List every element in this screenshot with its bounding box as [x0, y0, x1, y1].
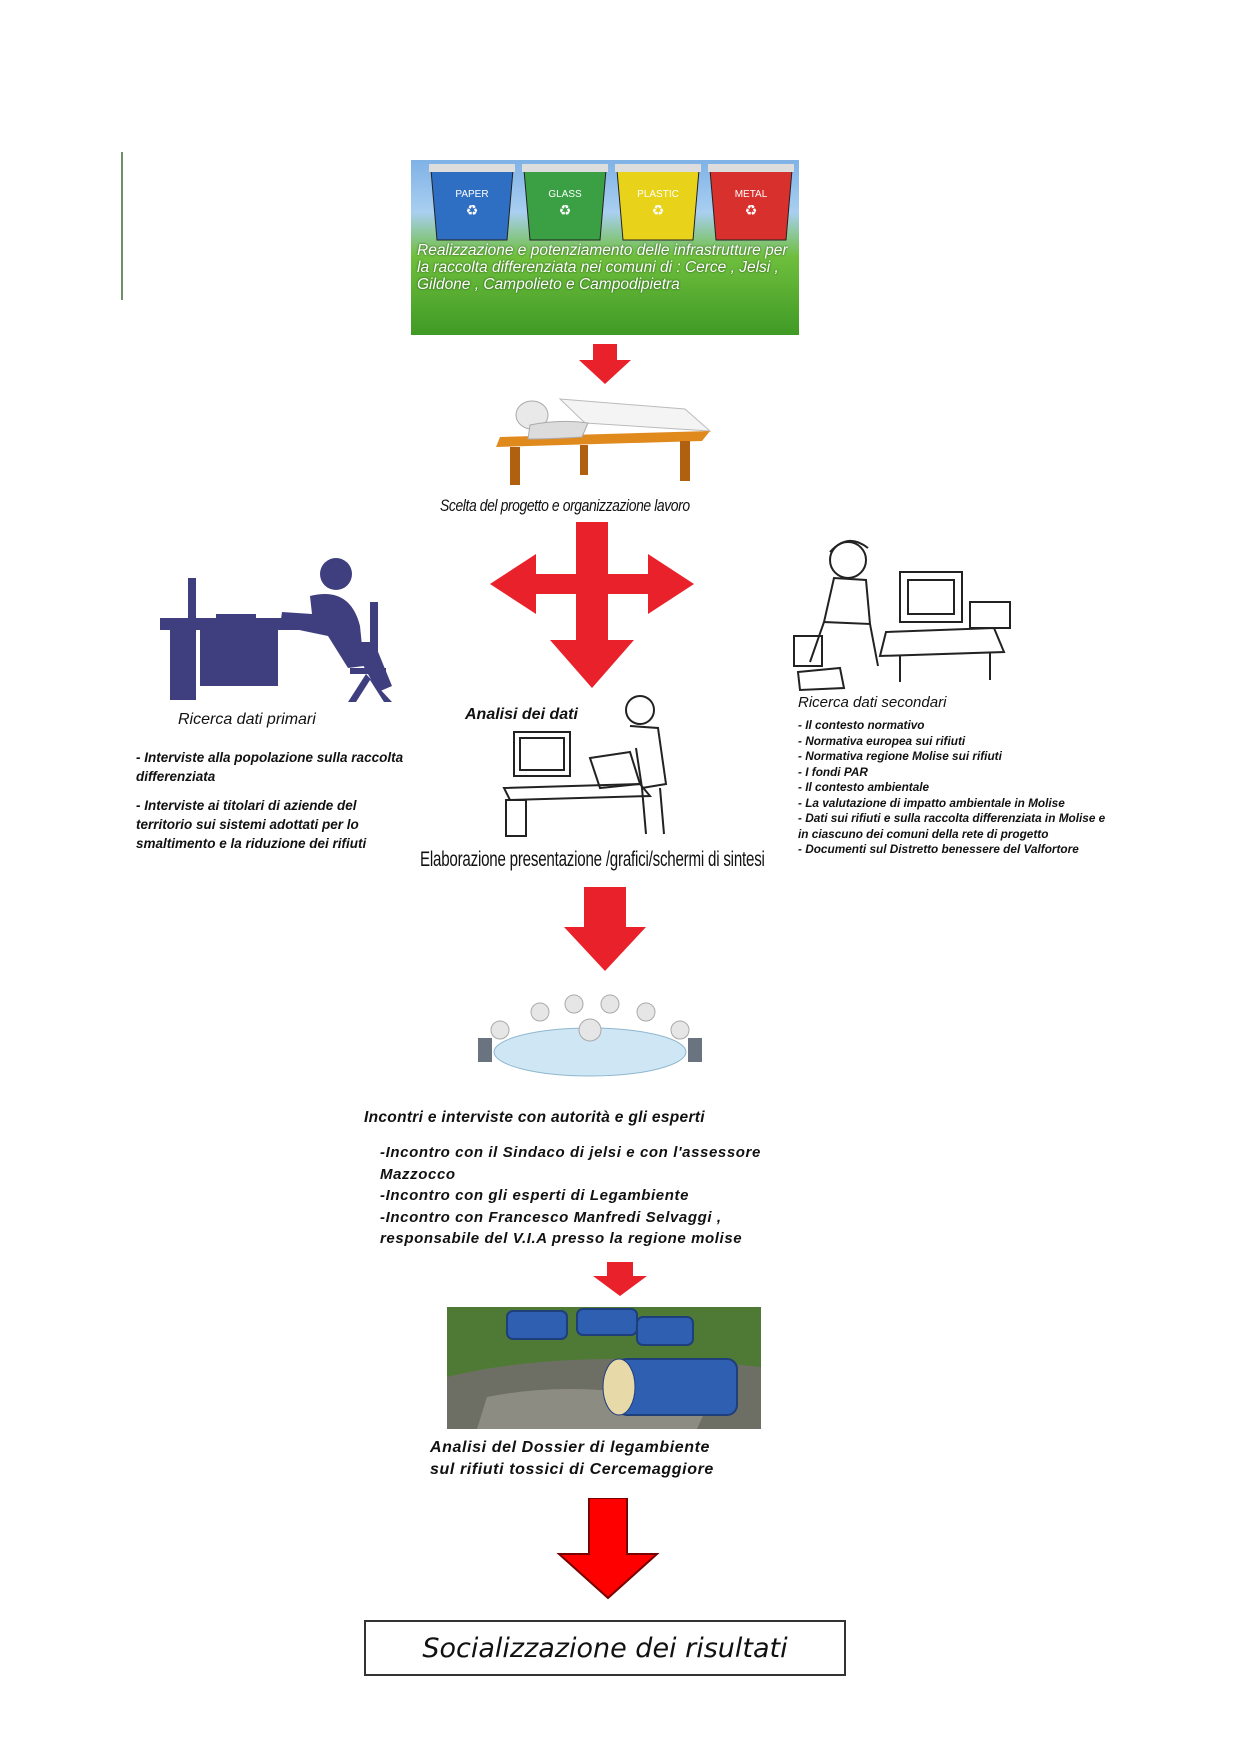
recycling-bin-label: METAL	[735, 189, 768, 200]
recycling-bins-image: PAPER ♻ GLASS ♻ PLASTIC ♻ METAL ♻	[411, 160, 799, 250]
recycling-bin-rim	[522, 164, 608, 172]
secondary-research-illustration	[790, 532, 1030, 692]
incontri-item: -Incontro con gli esperti di Legambiente	[380, 1185, 840, 1207]
primari-list: - Interviste alla popolazione sulla racc…	[136, 748, 416, 863]
recycle-icon: ♻	[559, 203, 572, 219]
down-arrow-2	[562, 887, 648, 973]
down-arrow-4	[553, 1498, 663, 1602]
secondari-list: - Il contesto normativo - Normativa euro…	[798, 718, 1108, 858]
recycle-icon: ♻	[466, 203, 479, 219]
data-analyst-illustration	[490, 688, 720, 838]
secondari-item: - Normativa regione Molise sui rifiuti	[798, 749, 1108, 765]
incontri-title: Incontri e interviste con autorità e gli…	[364, 1109, 705, 1127]
toxic-barrels-photo	[447, 1307, 761, 1429]
secondari-item: - Normativa europea sui rifiuti	[798, 734, 1108, 750]
banner-text: Realizzazione e potenziamento delle infr…	[417, 242, 793, 293]
recycling-bin-label: PLASTIC	[637, 189, 679, 200]
dossier-line: Analisi del Dossier di legambiente	[430, 1437, 830, 1459]
dossier-caption: Analisi del Dossier di legambiente sul r…	[430, 1437, 830, 1481]
secondari-item: - Documenti sul Distretto benessere del …	[798, 842, 1108, 858]
four-way-arrow	[488, 522, 696, 690]
meeting-table-illustration	[470, 990, 710, 1090]
secondari-item: - Dati sui rifiuti e sulla raccolta diff…	[798, 811, 1108, 842]
recycling-bin-label: GLASS	[548, 189, 582, 200]
down-arrow-1	[577, 344, 633, 386]
recycling-bin-rim	[708, 164, 794, 172]
secondari-item: - Il contesto normativo	[798, 718, 1108, 734]
incontri-list: -Incontro con il Sindaco di jelsi e con …	[380, 1142, 840, 1250]
margin-line	[121, 152, 123, 300]
step-elaborazione-caption: Elaborazione presentazione /grafici/sche…	[420, 848, 765, 872]
incontri-item: -Incontro con Francesco Manfredi Selvagg…	[380, 1207, 810, 1250]
recycle-icon: ♻	[652, 203, 665, 219]
primari-item: - Interviste alla popolazione sulla racc…	[136, 748, 416, 786]
recycling-bin-rim	[429, 164, 515, 172]
secondari-item: - La valutazione di impatto ambientale i…	[798, 796, 1108, 812]
dossier-line: sul rifiuti tossici di Cercemaggiore	[430, 1459, 830, 1481]
recycling-bin-label: PAPER	[455, 189, 488, 200]
desk-figure-illustration	[470, 395, 720, 487]
risultati-text: Socializzazione dei risultati	[422, 1633, 787, 1664]
down-arrow-3	[591, 1262, 649, 1298]
risultati-box: Socializzazione dei risultati	[364, 1620, 846, 1676]
worker-at-desk-icon	[160, 556, 410, 704]
primari-title: Ricerca dati primari	[178, 711, 316, 729]
step-scelta-caption: Scelta del progetto e organizzazione lav…	[440, 496, 752, 516]
incontri-item: -Incontro con il Sindaco di jelsi e con …	[380, 1142, 780, 1185]
secondari-item: - I fondi PAR	[798, 765, 1108, 781]
secondari-title: Ricerca dati secondari	[798, 694, 946, 711]
secondari-item: - Il contesto ambientale	[798, 780, 1108, 796]
primari-item: - Interviste ai titolari di aziende del …	[136, 796, 416, 853]
recycle-icon: ♻	[745, 203, 758, 219]
recycling-banner: PAPER ♻ GLASS ♻ PLASTIC ♻ METAL ♻ Realizzazione…	[411, 160, 799, 335]
recycling-bin-rim	[615, 164, 701, 172]
